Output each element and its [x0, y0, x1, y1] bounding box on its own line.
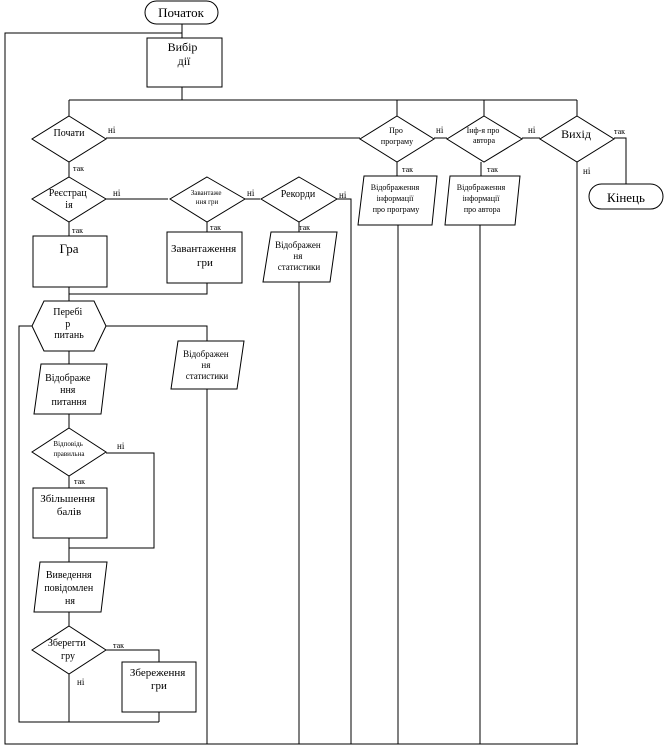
about-yes-label: так [402, 165, 413, 174]
records-no-label: ні [339, 190, 347, 200]
answer-no-label: ні [117, 441, 125, 451]
loading-game-label: Завантаження гри [171, 243, 239, 269]
show-stats-game-label: Відображен ня статистики [183, 349, 231, 381]
show-question-io[interactable] [33, 363, 108, 415]
about-program-decision[interactable] [359, 115, 435, 163]
edge-loop-back [18, 325, 159, 723]
edge-exit-yes [614, 137, 627, 184]
edge-labels: ні так ні так ні так так ні ні так ні та… [72, 125, 625, 687]
records-decision[interactable] [260, 176, 338, 223]
choose-action-box[interactable] [146, 37, 223, 88]
show-program-info-label: Відображення інформації про програму [371, 183, 421, 214]
load-no-label: ні [247, 188, 255, 198]
increase-score-label: Збільшення балів [40, 493, 98, 518]
edge-loading-merge [69, 283, 208, 295]
exit-no-label: ні [583, 166, 591, 176]
show-stats-records-label: Відображен ня статистики [275, 240, 323, 272]
start-game-decision[interactable] [31, 115, 107, 163]
show-stats-records-io[interactable] [262, 231, 338, 283]
registration-decision[interactable] [31, 176, 107, 223]
connectors [4, 24, 627, 745]
start-label: Початок [158, 5, 205, 20]
exit-label: Вихід [561, 127, 591, 141]
save-game-decision[interactable] [31, 625, 107, 675]
start-game-label: Почати [54, 128, 86, 139]
question-loop-label: Перебі р питань [53, 307, 84, 341]
edge-return-rail [4, 32, 578, 745]
registration-yes-label: так [72, 226, 83, 235]
author-no-label: ні [528, 125, 536, 135]
show-message-label: Виведення повідомлен ня [44, 570, 95, 607]
choose-action-label: Вибір дії [168, 40, 201, 68]
edge-save-yes [106, 649, 160, 662]
load-yes-label: так [210, 223, 221, 232]
exit-decision[interactable] [539, 115, 615, 163]
registration-no-label: ні [113, 188, 121, 198]
saving-game-label: Збереження гри [130, 667, 188, 692]
answer-yes-label: так [74, 477, 85, 486]
edge-loop-exit [106, 325, 208, 341]
show-author-info-label: Відображення інформації про автора [457, 183, 507, 214]
loading-game-box[interactable] [166, 231, 243, 284]
game-label: Гра [60, 241, 79, 256]
start-game-yes-label: так [73, 164, 84, 173]
registration-label: Реєстрац ія [49, 188, 89, 211]
exit-yes-label: так [614, 127, 625, 136]
shapes [31, 0, 664, 713]
node-labels: Початок Вибір дії Почати Про програму Ін… [40, 5, 645, 692]
records-yes-label: так [299, 223, 310, 232]
show-stats-game-io[interactable] [170, 340, 245, 390]
load-game-decision[interactable] [169, 176, 246, 223]
show-author-info-io[interactable] [444, 175, 521, 226]
game-box[interactable] [32, 235, 108, 288]
end-label: Кінець [607, 190, 645, 205]
start-terminator[interactable] [144, 0, 219, 25]
edge-records-no [337, 198, 352, 744]
saving-game-box[interactable] [121, 661, 197, 713]
author-info-label: Інф-я про автора [467, 126, 502, 145]
author-yes-label: так [487, 165, 498, 174]
show-question-label: Відображе ння питання [45, 373, 93, 408]
save-yes-label: так [113, 641, 124, 650]
about-program-label: Про програму [381, 126, 413, 146]
show-message-io[interactable] [33, 561, 108, 613]
edge-answer-no [69, 452, 155, 549]
save-game-q-label: Зберегти гру [48, 638, 88, 662]
show-program-info-io[interactable] [357, 175, 438, 226]
about-no-label: ні [436, 125, 444, 135]
load-game-q-label: Завантаже ння гри [191, 189, 224, 206]
answer-correct-label: Відповідь правильна [53, 440, 85, 458]
author-info-decision[interactable] [446, 115, 523, 163]
start-game-no-label: ні [108, 125, 116, 135]
save-no-label: ні [77, 677, 85, 687]
answer-correct-decision[interactable] [31, 427, 107, 477]
increase-score-box[interactable] [32, 487, 108, 539]
records-label: Рекорди [281, 189, 316, 200]
end-terminator[interactable] [588, 183, 664, 210]
question-loop-hexagon[interactable] [31, 300, 107, 352]
